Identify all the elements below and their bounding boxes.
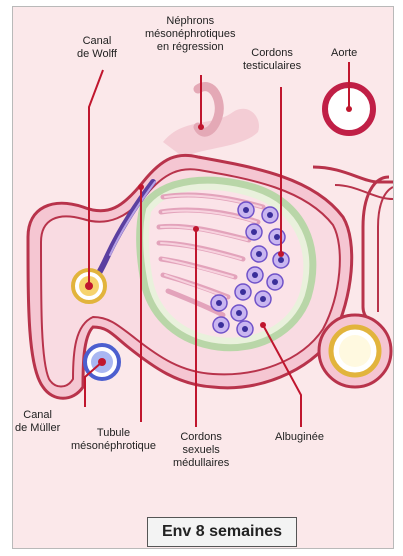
label-albuginee: Albuginée	[275, 431, 324, 444]
cell	[238, 202, 254, 218]
label-canal-muller: Canal de Müller	[15, 409, 60, 435]
caption-box: Env 8 semaines	[147, 517, 297, 547]
diagram-frame: Canal de Wolff Néphrons mésonéphrotiques…	[12, 6, 394, 549]
cell	[231, 305, 247, 321]
cell	[247, 267, 263, 283]
label-cordons-testiculaires: Cordons testiculaires	[243, 47, 301, 73]
cell	[246, 224, 262, 240]
cell	[269, 229, 285, 245]
cell	[255, 291, 271, 307]
label-canal-wolff: Canal de Wolff	[77, 35, 117, 61]
cell	[213, 317, 229, 333]
cell	[251, 246, 267, 262]
gut-tube	[319, 315, 391, 387]
label-cordons-medullaires: Cordons sexuels médullaires	[173, 431, 229, 470]
cell	[262, 207, 278, 223]
label-nephrons: Néphrons mésonéphrotiques en régression	[145, 15, 236, 54]
cell	[267, 274, 283, 290]
cell	[211, 295, 227, 311]
cell	[237, 321, 253, 337]
label-tubule: Tubule mésonéphrotique	[71, 427, 156, 453]
label-aorte: Aorte	[331, 47, 357, 60]
caption-text: Env 8 semaines	[162, 523, 282, 541]
cell	[235, 284, 251, 300]
